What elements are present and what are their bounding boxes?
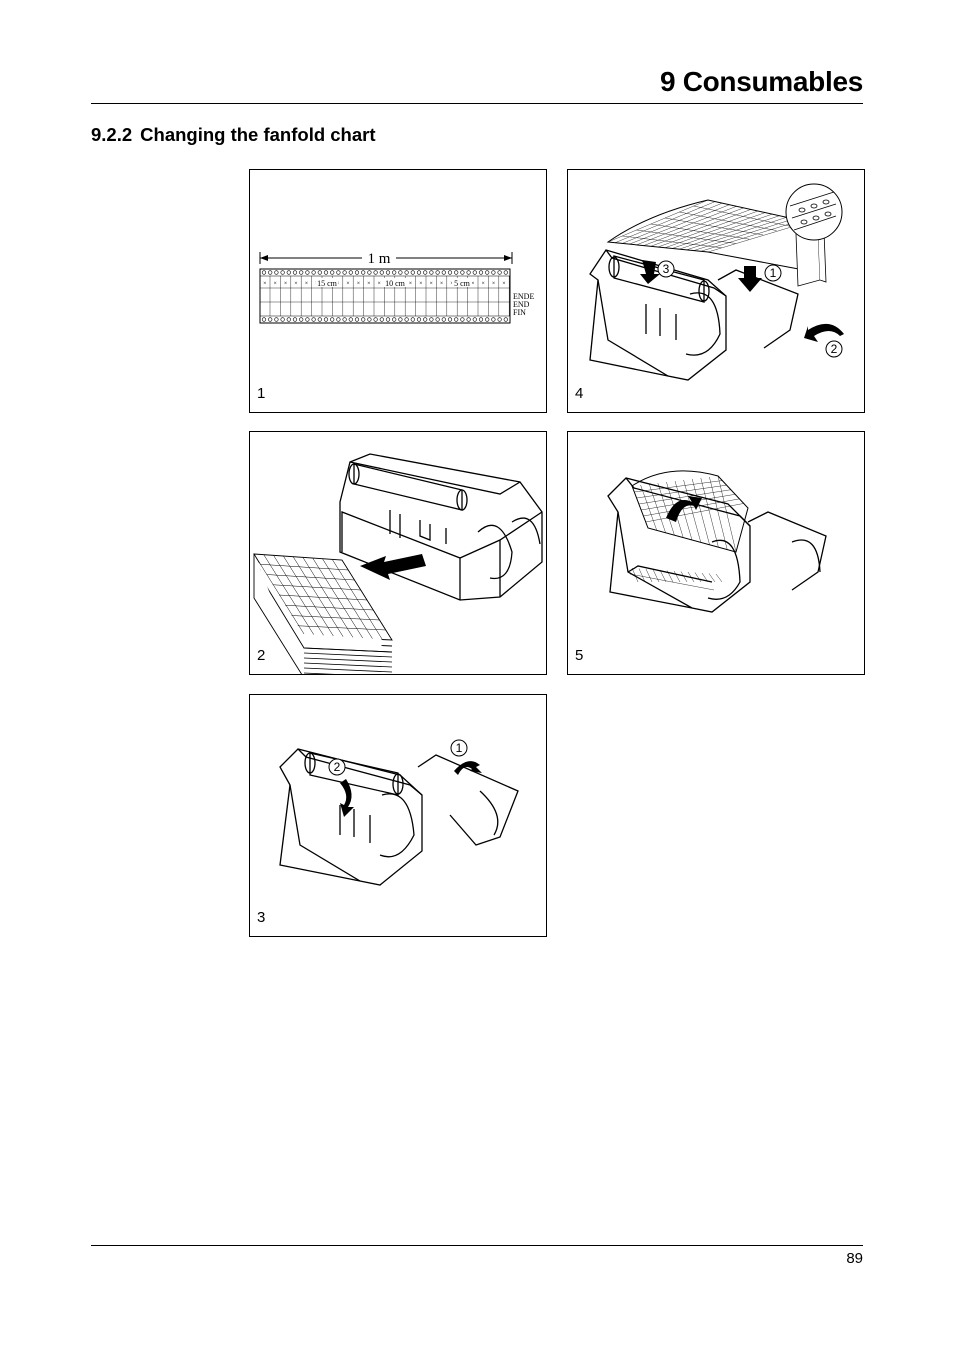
down-arrow-icon	[640, 260, 660, 284]
svg-text:×: ×	[440, 281, 443, 287]
page-number: 89	[846, 1250, 863, 1267]
close-arrow-icon	[666, 496, 702, 522]
figure-5-close-guide: 5	[567, 431, 865, 675]
step-number: 4	[575, 385, 584, 402]
callout-2: 2	[334, 760, 341, 774]
figure-2-remove-stack: 2	[249, 431, 547, 675]
callout-2: 2	[831, 342, 838, 356]
section-number: 9.2.2	[91, 124, 133, 145]
callout-3: 3	[663, 262, 670, 276]
svg-text:×: ×	[482, 281, 485, 287]
lift-arrow-icon	[454, 761, 482, 775]
insert-arrow-icon	[738, 266, 762, 292]
close-arrow-icon	[804, 323, 844, 342]
svg-text:×: ×	[367, 281, 370, 287]
svg-text:×: ×	[409, 281, 412, 287]
tray-chart-grid	[629, 567, 723, 591]
step-number: 3	[257, 909, 266, 926]
end-mark-fr: FIN	[513, 308, 526, 317]
distance-mark-10: 10 cm	[385, 279, 406, 288]
svg-text:×: ×	[284, 281, 287, 287]
svg-text:×: ×	[471, 281, 474, 287]
step-number: 1	[257, 385, 266, 402]
svg-text:×: ×	[378, 281, 381, 287]
feed-holes-top	[261, 270, 508, 275]
svg-text:×: ×	[346, 281, 349, 287]
end-mark-de: ENDE	[513, 292, 534, 301]
fanfold-strip-illustration: 1 m ×××××××××××××××××××××××× 15 cm 10 cm…	[259, 249, 534, 324]
distance-mark-5: 5 cm	[454, 279, 471, 288]
header-rule	[91, 103, 863, 104]
printer-closed-illustration	[607, 470, 827, 613]
svg-text:×: ×	[294, 281, 297, 287]
sprocket-detail	[789, 191, 837, 231]
svg-text:×: ×	[430, 281, 433, 287]
section-heading: 9.2.2 Changing the fanfold chart	[91, 124, 376, 146]
distance-mark-15: 15 cm	[317, 279, 338, 288]
svg-text:×: ×	[492, 281, 495, 287]
chart-stack-grid	[253, 553, 393, 674]
feed-holes-bottom	[261, 317, 508, 322]
svg-text:×: ×	[263, 281, 266, 287]
svg-text:×: ×	[274, 281, 277, 287]
figure-3-open-guide: 1 2 3	[249, 694, 547, 937]
svg-text:×: ×	[419, 281, 422, 287]
step-number: 5	[575, 647, 584, 664]
end-mark-en: END	[513, 300, 530, 309]
step-number: 2	[257, 647, 266, 664]
section-title: Changing the fanfold chart	[140, 124, 376, 145]
svg-text:×: ×	[502, 281, 505, 287]
chart-sheet-grid	[607, 199, 809, 253]
chapter-title: 9 Consumables	[659, 66, 863, 97]
rotate-arrow-icon	[340, 779, 354, 817]
figure-1-chart-strip: 1 m ×××××××××××××××××××××××× 15 cm 10 cm…	[249, 169, 547, 413]
printer-drawer-illustration	[253, 453, 543, 674]
svg-text:×: ×	[305, 281, 308, 287]
length-label: 1 m	[368, 251, 391, 267]
pull-arrow-icon	[360, 554, 426, 580]
printer-open-illustration: 1 2	[279, 739, 519, 886]
callout-1: 1	[456, 741, 463, 755]
svg-text:×: ×	[357, 281, 360, 287]
callout-1: 1	[770, 266, 777, 280]
figure-4-insert-chart: 3 1 2 4	[567, 169, 865, 413]
footer-rule	[91, 1245, 863, 1246]
printer-insert-illustration: 3 1 2	[589, 183, 844, 381]
